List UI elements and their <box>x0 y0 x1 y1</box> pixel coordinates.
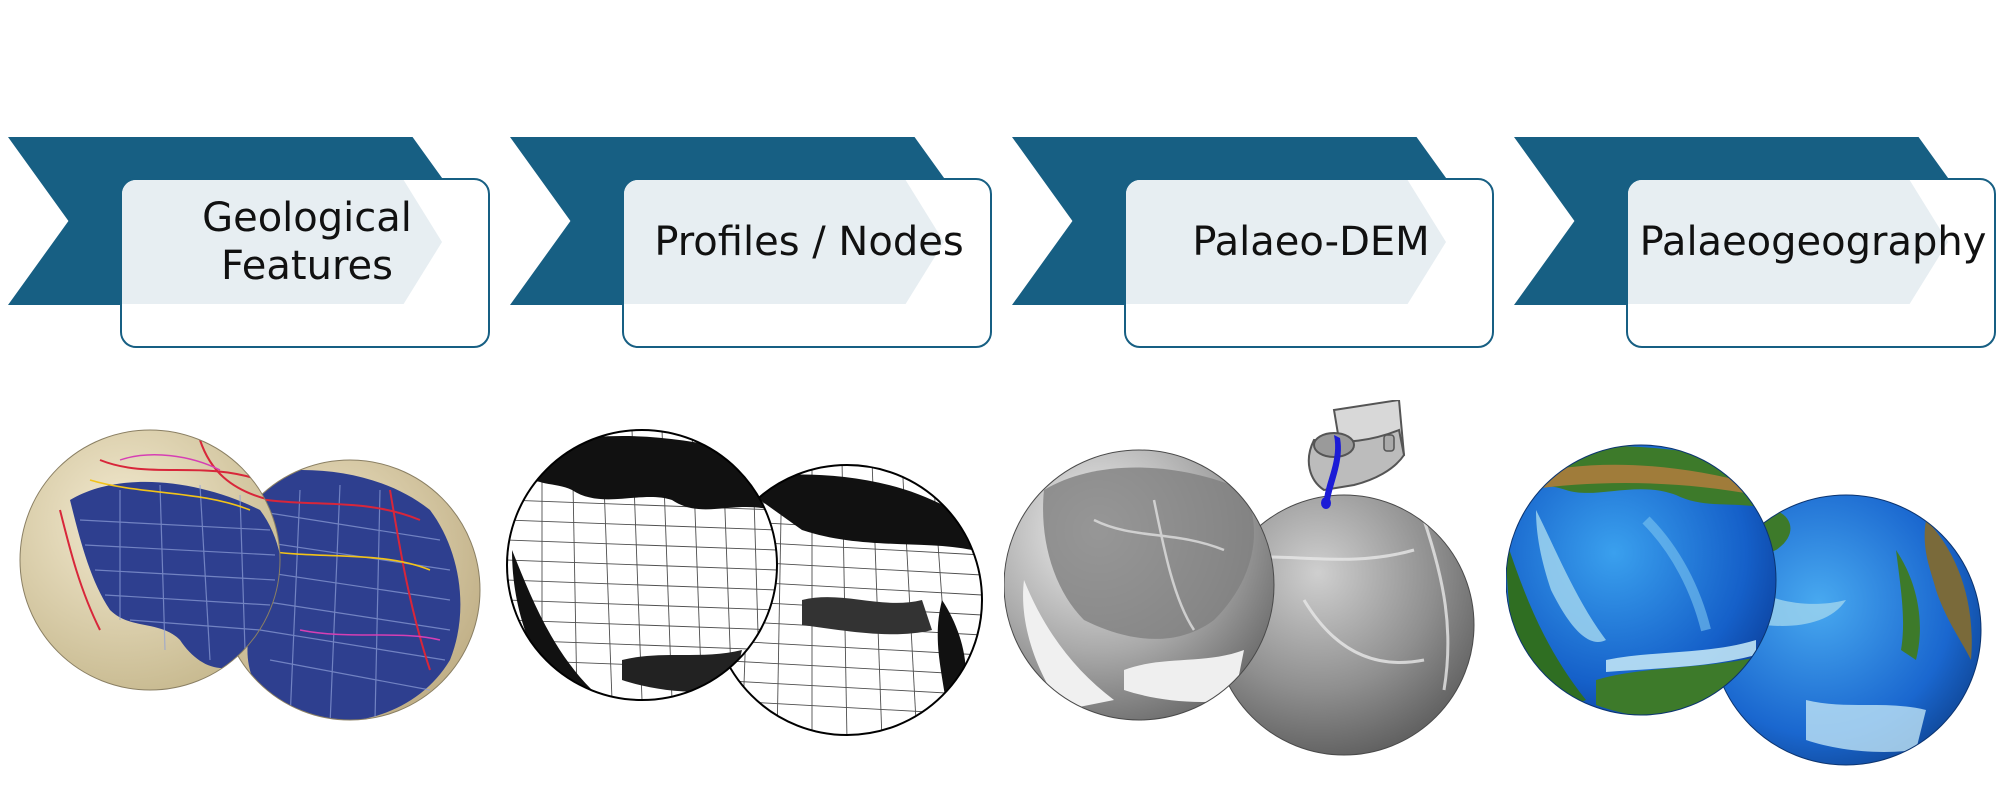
pouring-bucket-icon <box>1307 400 1406 509</box>
palaeogeography-globes-icon <box>1506 400 2000 800</box>
step-4-label-arrow <box>1628 180 1948 304</box>
step-1-label-box: Geological Features <box>120 178 490 348</box>
step-palaeo-dem: Palaeo-DEM <box>1004 0 1504 809</box>
step-2-label-arrow <box>624 180 944 304</box>
step-4-label-box: Palaeogeography <box>1626 178 1996 348</box>
step-3-label-arrow <box>1126 180 1446 304</box>
palaeo-dem-globes-icon <box>1004 400 1504 800</box>
profiles-nodes-globes-icon <box>502 400 1002 800</box>
step-geological-features: Geological Features <box>0 0 500 809</box>
step-2-label: Profiles / Nodes <box>654 219 964 265</box>
step-palaeogeography: Palaeogeography <box>1506 0 2000 809</box>
step-1-label-arrow <box>122 180 442 304</box>
step-3-label: Palaeo-DEM <box>1192 219 1430 265</box>
step-2-label-box: Profiles / Nodes <box>622 178 992 348</box>
step-profiles-nodes: Profiles / Nodes <box>502 0 1002 809</box>
step-4-label: Palaeogeography <box>1639 219 1987 265</box>
geological-features-globes-icon <box>0 400 500 800</box>
step-1-label: Geological Features <box>202 195 412 289</box>
step-3-label-box: Palaeo-DEM <box>1124 178 1494 348</box>
